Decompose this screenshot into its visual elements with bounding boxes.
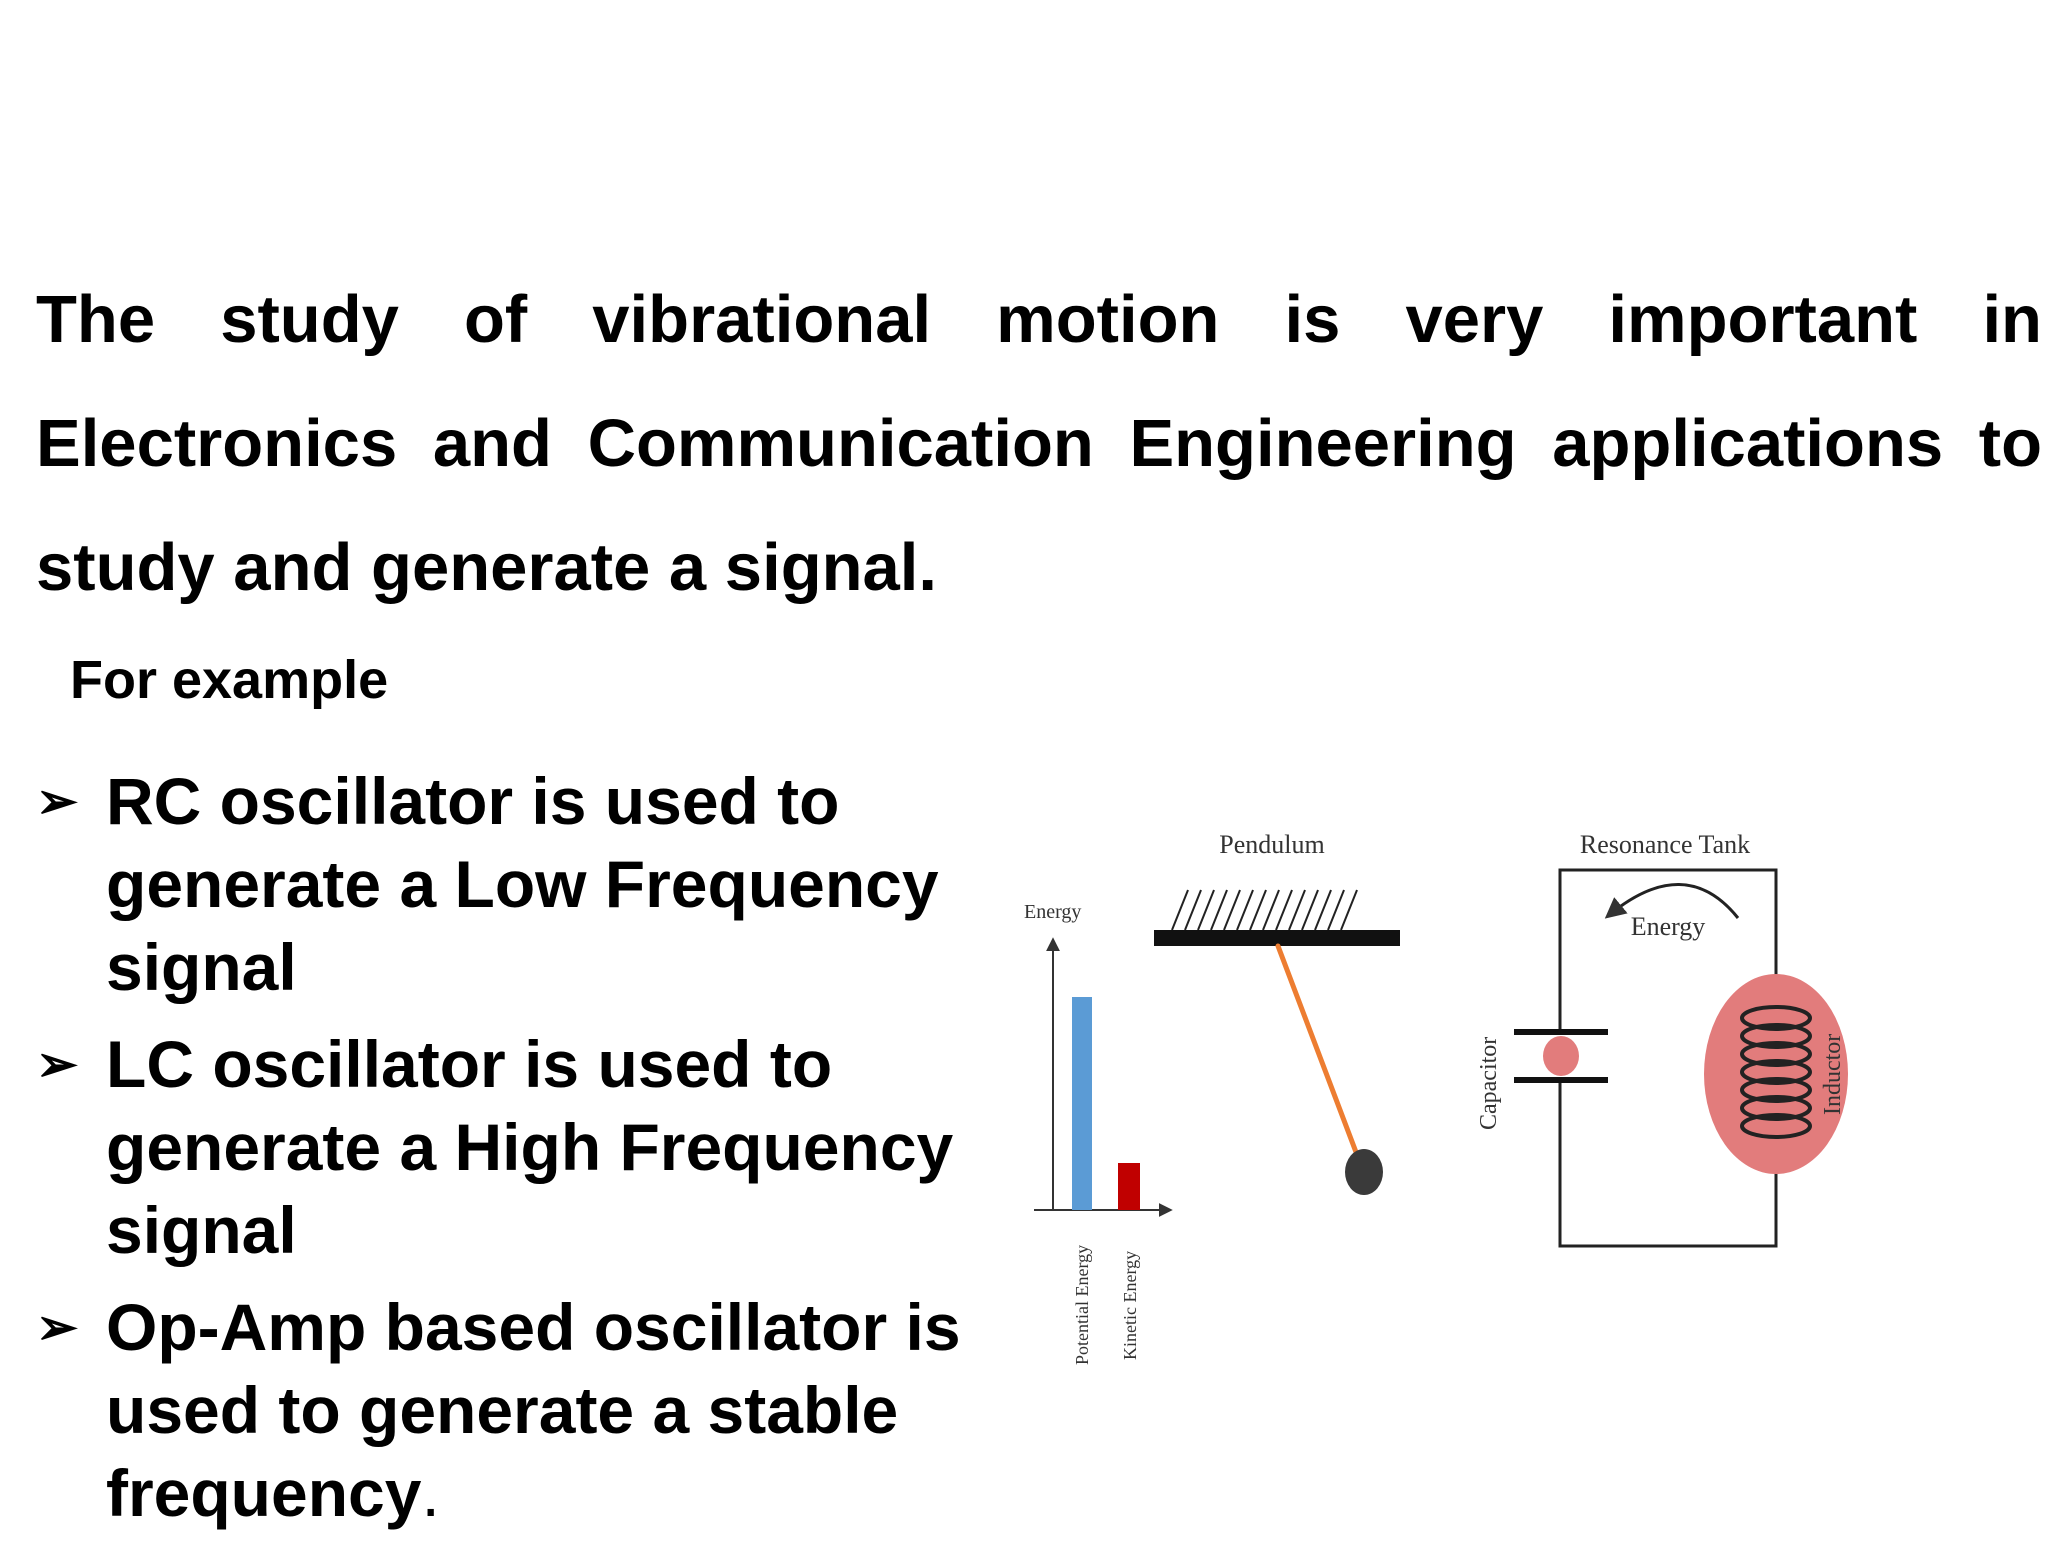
inductor-coil — [1740, 1005, 1812, 1139]
list-item: ➢ LC oscillator is used to generate a Hi… — [36, 1023, 1026, 1272]
bullet-text: Op-Amp based oscillator is used to gener… — [106, 1290, 961, 1530]
inductor-label: Inductor — [1820, 1034, 1846, 1115]
arrow-bullet-icon: ➢ — [36, 773, 78, 829]
bullet-trail: . — [421, 1456, 440, 1530]
potential-energy-bar — [1072, 997, 1092, 1210]
pendulum-title: Pendulum — [1219, 830, 1324, 859]
capacitor-label: Capacitor — [1476, 1037, 1502, 1130]
oscillation-figure: Energy Potential Energy Kinetic Energy P… — [1024, 830, 1848, 1365]
arrow-bullet-icon: ➢ — [36, 1036, 78, 1092]
potential-energy-label: Potential Energy — [1072, 1245, 1092, 1365]
list-item: ➢ Op-Amp based oscillator is used to gen… — [36, 1286, 1026, 1535]
pendulum-ceiling — [1154, 930, 1400, 946]
bullet-text: LC oscillator is used to generate a High… — [106, 1027, 954, 1267]
tank-wire — [1558, 868, 1778, 1248]
arrow-bullet-icon: ➢ — [36, 1299, 78, 1355]
inductor-highlight — [1704, 974, 1848, 1174]
kinetic-energy-label: Kinetic Energy — [1120, 1251, 1140, 1360]
intro-paragraph: The study of vibrational motion is very … — [36, 282, 2042, 605]
for-example-label: For example — [70, 650, 389, 710]
list-item: ➢ RC oscillator is used to generate a Lo… — [36, 760, 1026, 1009]
energy-flow-arrow — [1604, 883, 1740, 919]
bullet-text: RC oscillator is used to generate a Low … — [106, 764, 939, 1004]
kinetic-energy-bar — [1118, 1163, 1140, 1210]
energy-flow-label: Energy — [1631, 912, 1706, 941]
energy-axis-label: Energy — [1024, 901, 1081, 923]
pendulum-bob — [1345, 1149, 1383, 1195]
oscillator-list: ➢ RC oscillator is used to generate a Lo… — [36, 760, 1026, 1549]
energy-chart: Energy Potential Energy Kinetic Energy — [1024, 901, 1173, 1365]
resonance-tank-title: Resonance Tank — [1580, 830, 1750, 859]
pendulum-hatching — [1171, 889, 1358, 931]
pendulum-diagram: Pendulum — [1154, 830, 1400, 1195]
capacitor-highlight — [1543, 1036, 1579, 1076]
resonance-tank-diagram: Resonance Tank Capacitor Inductor Energy — [1476, 830, 1848, 1248]
pendulum-rod — [1275, 943, 1365, 1171]
